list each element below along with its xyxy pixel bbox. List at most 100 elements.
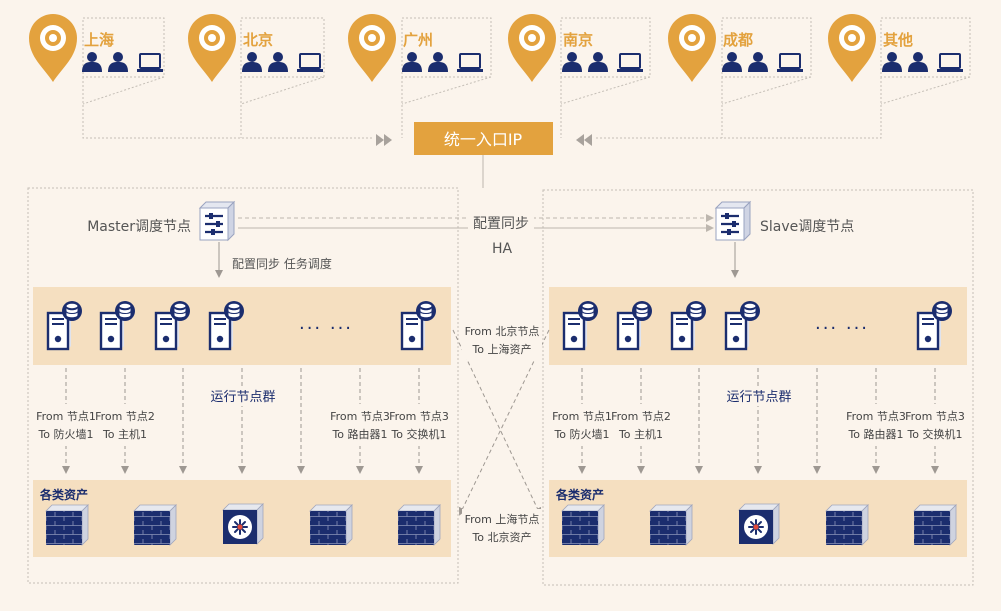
location-card: 成都 <box>668 14 812 82</box>
laptop-icon <box>776 53 804 73</box>
location-pin-icon <box>348 14 396 82</box>
flow-label-from: From 节点2 <box>611 410 671 423</box>
master-scheduler-icon <box>198 200 236 242</box>
person-icon <box>108 52 128 72</box>
location-pin-icon <box>508 14 556 82</box>
location-pin-icon <box>668 14 716 82</box>
location-pin-icon <box>29 14 77 82</box>
location-row: 上海 北京 广州 南京 <box>29 14 971 82</box>
master-scheduler-label: Master调度节点 <box>87 219 191 235</box>
location-name: 其他 <box>883 31 913 49</box>
person-icon <box>268 52 288 72</box>
flow-label-to: To 防火墙1 <box>553 427 609 441</box>
switch-icon <box>738 503 780 545</box>
switch-icon <box>222 503 264 545</box>
laptop-icon <box>616 53 644 73</box>
double-chevron-left-icon <box>576 134 592 146</box>
flow-label-from: From 节点3 <box>846 410 906 423</box>
arrowhead <box>706 214 714 222</box>
laptop-icon <box>136 53 164 73</box>
flow-label-from: From 节点3 <box>330 410 390 423</box>
arrowhead <box>706 224 714 232</box>
master-assets-label: 各类资产 <box>39 487 88 502</box>
cross-top-to: To 上海资产 <box>471 342 531 356</box>
firewall-icon <box>825 504 869 546</box>
person-icon <box>562 52 582 72</box>
group-label-bg <box>722 386 796 406</box>
person-icon <box>588 52 608 72</box>
ellipsis: ··· ··· <box>815 318 869 339</box>
flow-label-from: From 节点3 <box>905 410 965 423</box>
cross-flow-arrow <box>459 329 550 516</box>
firewall-icon <box>133 504 177 546</box>
person-icon <box>908 52 928 72</box>
flow-label-from: From 节点3 <box>389 410 449 423</box>
flow-label-to: To 路由器1 <box>331 427 387 441</box>
cross-label-bg <box>462 321 542 359</box>
person-icon <box>748 52 768 72</box>
flow-label-to: To 交换机1 <box>390 427 446 441</box>
flow-label-to: To 交换机1 <box>906 427 962 441</box>
sync-label: 配置同步 <box>473 216 529 232</box>
dispatch-label: 配置同步 任务调度 <box>232 256 332 271</box>
master-node-band <box>33 287 451 365</box>
flow-label-from: From 节点1 <box>552 410 612 423</box>
person-icon <box>402 52 422 72</box>
master-group-label: 运行节点群 <box>210 390 275 405</box>
slave-scheduler-label: Slave调度节点 <box>760 219 854 235</box>
firewall-icon <box>649 504 693 546</box>
firewall-icon <box>913 504 957 546</box>
firewall-icon <box>397 504 441 546</box>
location-name: 上海 <box>84 31 114 49</box>
ha-label: HA <box>492 241 513 257</box>
person-icon <box>242 52 262 72</box>
slave-cluster-frame <box>542 189 974 586</box>
location-name: 南京 <box>563 31 593 49</box>
location-name: 北京 <box>243 31 273 49</box>
person-icon <box>722 52 742 72</box>
slave-group-label: 运行节点群 <box>726 390 791 405</box>
flow-label-to: To 防火墙1 <box>37 427 93 441</box>
laptop-icon <box>296 53 324 73</box>
cross-bottom-to: To 北京资产 <box>471 530 531 544</box>
sync-label-bg <box>468 213 534 233</box>
location-name: 广州 <box>403 31 433 49</box>
slave-node-band <box>549 287 967 365</box>
ellipsis: ··· ··· <box>299 318 353 339</box>
double-chevron-right-icon <box>376 134 392 146</box>
cross-label-bg <box>462 509 542 547</box>
location-name: 成都 <box>723 31 753 49</box>
location-pin-icon <box>188 14 236 82</box>
entry-ip-box <box>414 122 553 155</box>
laptop-icon <box>456 53 484 73</box>
flow-label-from: From 节点1 <box>36 410 96 423</box>
location-connectors <box>82 76 971 139</box>
slave-scheduler-icon <box>714 200 752 242</box>
location-card: 北京 <box>188 14 325 82</box>
group-label-bg <box>206 386 280 406</box>
location-pin-icon <box>828 14 876 82</box>
firewall-icon <box>45 504 89 546</box>
flow-label-to: To 主机1 <box>102 427 147 441</box>
location-card: 上海 <box>29 14 165 82</box>
person-icon <box>428 52 448 72</box>
flow-label-to: To 路由器1 <box>847 427 903 441</box>
master-cluster-frame <box>27 187 459 584</box>
entry-ip-label: 统一入口IP <box>444 130 523 149</box>
master-flow-labels: From 节点1 To 防火墙1 From 节点2 To 主机1 From 节点… <box>36 404 450 446</box>
slave-flow-labels: From 节点1 To 防火墙1 From 节点2 To 主机1 From 节点… <box>552 404 966 446</box>
cross-bottom-from: From 上海节点 <box>465 512 540 526</box>
laptop-icon <box>936 53 964 73</box>
flow-label-from: From 节点2 <box>95 410 155 423</box>
firewall-icon <box>561 504 605 546</box>
location-card: 广州 <box>348 14 492 82</box>
cross-flow-arrow <box>452 329 542 516</box>
person-icon <box>82 52 102 72</box>
person-icon <box>882 52 902 72</box>
location-card: 其他 <box>828 14 971 82</box>
flow-label-to: To 主机1 <box>618 427 663 441</box>
location-card: 南京 <box>508 14 651 82</box>
slave-assets-label: 各类资产 <box>555 487 604 502</box>
